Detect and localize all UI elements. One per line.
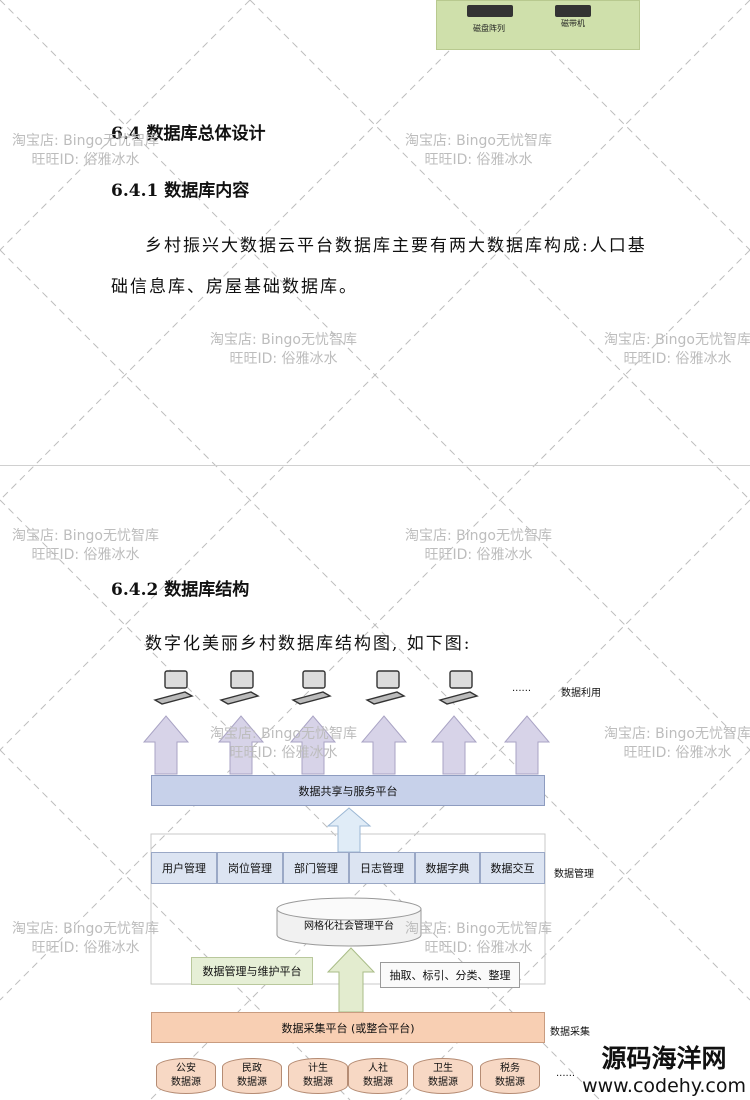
module-log-management: 日志管理 bbox=[349, 852, 415, 884]
source-sub: 数据源 bbox=[303, 1077, 333, 1088]
ellipsis-computers: ...... bbox=[512, 683, 532, 694]
watermark: 淘宝店: Bingo无忧智库旺旺ID: 俗雅冰水 bbox=[405, 133, 552, 168]
watermark: 淘宝店: Bingo无忧智库旺旺ID: 俗雅冰水 bbox=[604, 726, 750, 761]
source-family-planning: 计生 数据源 bbox=[288, 1058, 348, 1094]
tape-drive-label: 磁带机 bbox=[561, 19, 585, 28]
source-name: 卫生 bbox=[433, 1063, 453, 1074]
sharing-service-platform: 数据共享与服务平台 bbox=[151, 775, 545, 806]
watermark: 淘宝店: Bingo无忧智库旺旺ID: 俗雅冰水 bbox=[210, 726, 357, 761]
module-data-exchange: 数据交互 bbox=[480, 852, 545, 884]
label-data-use: 数据利用 bbox=[561, 688, 601, 699]
source-health: 卫生 数据源 bbox=[413, 1058, 473, 1094]
up-arrow-1 bbox=[142, 715, 190, 775]
source-taxation: 税务 数据源 bbox=[480, 1058, 540, 1094]
disk-array-label: 磁盘阵列 bbox=[473, 24, 505, 33]
watermark: 淘宝店: Bingo无忧智库旺旺ID: 俗雅冰水 bbox=[12, 528, 159, 563]
source-name: 人社 bbox=[368, 1063, 388, 1074]
source-sub: 数据源 bbox=[237, 1077, 267, 1088]
source-civil-affairs: 民政 数据源 bbox=[222, 1058, 282, 1094]
section-6-4-1-heading: 6.4.1 数据库内容 bbox=[111, 181, 250, 201]
module-department-management: 部门管理 bbox=[283, 852, 349, 884]
source-name: 税务 bbox=[500, 1063, 520, 1074]
data-collection-platform: 数据采集平台 (或整合平台) bbox=[151, 1012, 545, 1043]
up-arrow-collection bbox=[326, 947, 376, 1013]
computer-icon-3 bbox=[291, 670, 332, 705]
up-arrow-5 bbox=[430, 715, 478, 775]
label-data-management: 数据管理 bbox=[554, 869, 594, 880]
brand-name: 源码海洋网 bbox=[601, 1044, 727, 1073]
grid-platform-label: 网格化社会管理平台 bbox=[304, 920, 394, 932]
disk-array-icon bbox=[467, 5, 513, 17]
watermark: 淘宝店: Bingo无忧智库旺旺ID: 俗雅冰水 bbox=[405, 528, 552, 563]
computer-icons bbox=[153, 670, 479, 705]
maintenance-platform: 数据管理与维护平台 bbox=[191, 957, 313, 985]
source-sub: 数据源 bbox=[428, 1077, 458, 1088]
source-name: 民政 bbox=[242, 1063, 262, 1074]
up-arrow-6 bbox=[503, 715, 551, 775]
extract-classify-box: 抽取、标引、分类、整理 bbox=[380, 962, 520, 988]
computer-icon-1 bbox=[153, 670, 194, 705]
watermark: 淘宝店: Bingo无忧智库旺旺ID: 俗雅冰水 bbox=[604, 332, 750, 367]
section-6-4-heading: 6.4 数据库总体设计 bbox=[111, 124, 266, 144]
module-user-management: 用户管理 bbox=[151, 852, 217, 884]
watermark: 淘宝店: Bingo无忧智库旺旺ID: 俗雅冰水 bbox=[210, 332, 357, 367]
brand-url: www.codehy.com bbox=[582, 1075, 746, 1097]
up-arrow-3 bbox=[289, 715, 337, 775]
diagram-intro-text: 数字化美丽乡村数据库结构图, 如下图: bbox=[145, 634, 472, 654]
watermark: 淘宝店: Bingo无忧智库旺旺ID: 俗雅冰水 bbox=[405, 921, 552, 956]
source-public-security: 公安 数据源 bbox=[156, 1058, 216, 1094]
source-human-resources: 人社 数据源 bbox=[348, 1058, 408, 1094]
site-branding: 源码海洋网 www.codehy.com bbox=[582, 1044, 746, 1098]
source-sub: 数据源 bbox=[363, 1077, 393, 1088]
source-sub: 数据源 bbox=[171, 1077, 201, 1088]
paragraph-line-1: 乡村振兴大数据云平台数据库主要有两大数据库构成:人口基 bbox=[145, 236, 647, 256]
module-data-dictionary: 数据字典 bbox=[415, 852, 480, 884]
source-name: 公安 bbox=[176, 1063, 196, 1074]
paragraph-line-2: 础信息库、房屋基础数据库。 bbox=[111, 277, 358, 297]
source-name: 计生 bbox=[308, 1063, 328, 1074]
watermark: 淘宝店: Bingo无忧智库旺旺ID: 俗雅冰水 bbox=[12, 133, 159, 168]
storage-hardware-image: 磁盘阵列 磁带机 bbox=[436, 0, 640, 50]
computer-icon-5 bbox=[438, 670, 479, 705]
computer-icon-4 bbox=[365, 670, 406, 705]
up-arrow-modules bbox=[326, 807, 372, 853]
grid-platform-cylinder bbox=[276, 897, 422, 947]
computer-icon-2 bbox=[219, 670, 260, 705]
label-data-collection: 数据采集 bbox=[550, 1027, 590, 1038]
module-post-management: 岗位管理 bbox=[217, 852, 283, 884]
page-separator bbox=[0, 465, 750, 466]
up-arrow-2 bbox=[217, 715, 265, 775]
watermark: 淘宝店: Bingo无忧智库旺旺ID: 俗雅冰水 bbox=[12, 921, 159, 956]
up-arrow-4 bbox=[360, 715, 408, 775]
tape-drive-icon bbox=[555, 5, 591, 17]
ellipsis-sources: ...... bbox=[556, 1068, 576, 1079]
section-6-4-2-heading: 6.4.2 数据库结构 bbox=[111, 580, 250, 600]
source-sub: 数据源 bbox=[495, 1077, 525, 1088]
